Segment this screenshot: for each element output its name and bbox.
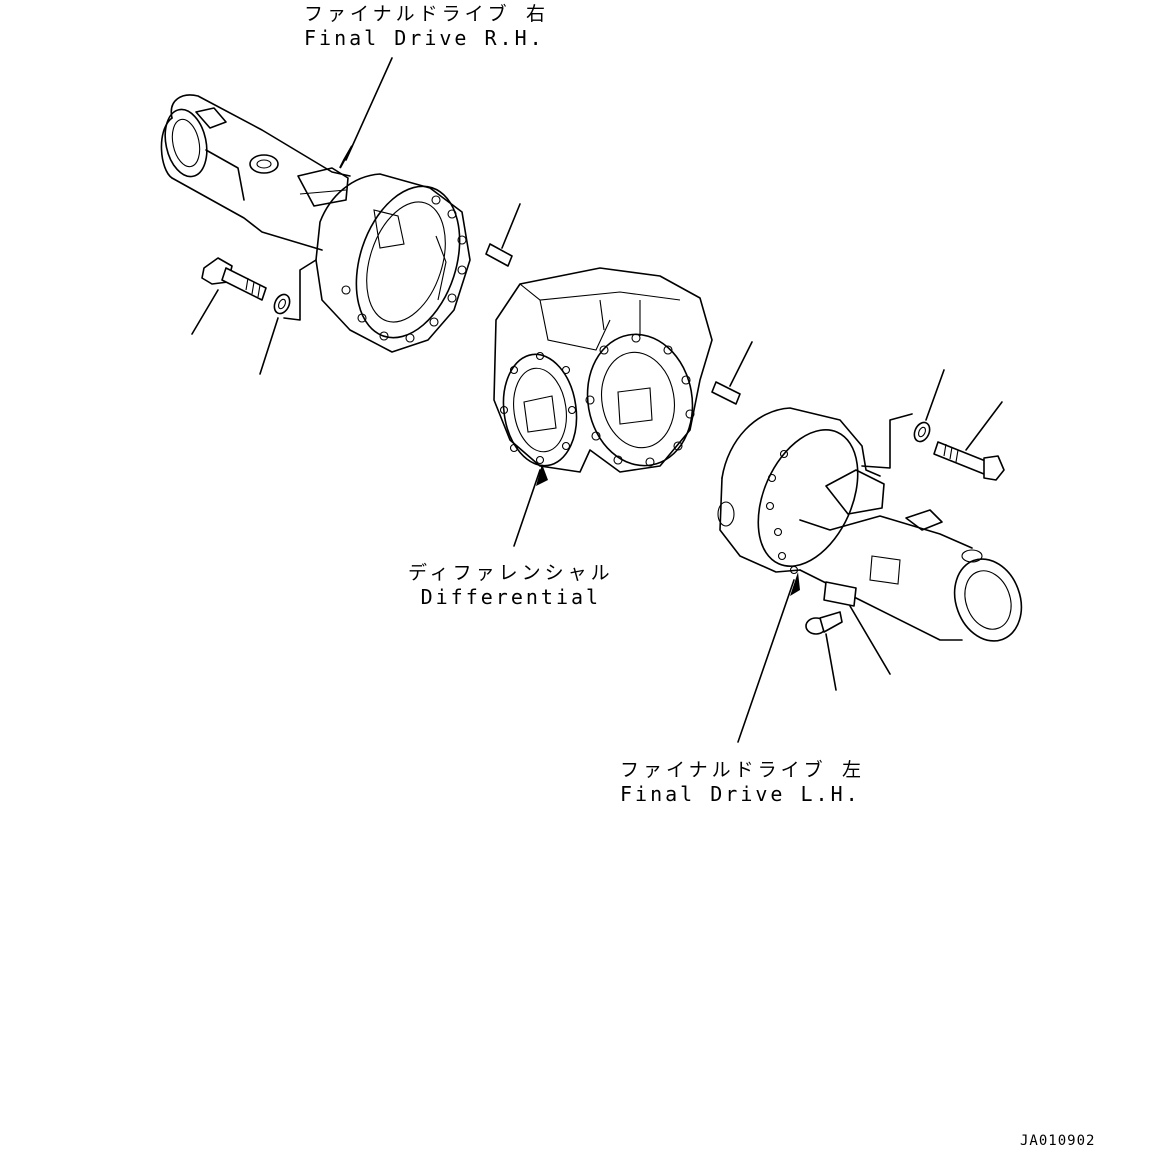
final-drive-lh-label-en: Final Drive L.H. (620, 782, 861, 806)
leader-differential (513, 464, 548, 547)
dowel-pin-middle (711, 341, 753, 405)
washer-lh (913, 369, 945, 443)
dowel-pin-upper (485, 203, 521, 267)
nameplate (823, 581, 891, 675)
bolt-lh (933, 401, 1005, 481)
final-drive-rh-label-en: Final Drive R.H. (304, 26, 545, 50)
final-drive-lh-label: ファイナルドライブ 左 Final Drive L.H. (620, 758, 865, 806)
leader-final-drive-lh (737, 572, 800, 743)
final-drive-rh-label-jp: ファイナルドライブ 右 (304, 3, 550, 25)
final-drive-rh-housing (160, 94, 471, 353)
rivet-screw (805, 611, 843, 691)
differential-label-jp: ディファレンシャル (408, 562, 614, 584)
leader-final-drive-rh (339, 57, 393, 169)
differential-label-en: Differential (420, 585, 602, 609)
bolt-rh (191, 257, 267, 335)
final-drive-lh-label-jp: ファイナルドライブ 左 (620, 759, 866, 781)
drawing-code: JA010902 (1020, 1133, 1096, 1149)
differential-housing (493, 267, 713, 473)
final-drive-rh-label: ファイナルドライブ 右 Final Drive R.H. (304, 2, 549, 50)
final-drive-lh-housing (717, 407, 1023, 642)
washer-rh (259, 293, 291, 375)
differential-label: ディファレンシャル Differential (408, 561, 614, 609)
